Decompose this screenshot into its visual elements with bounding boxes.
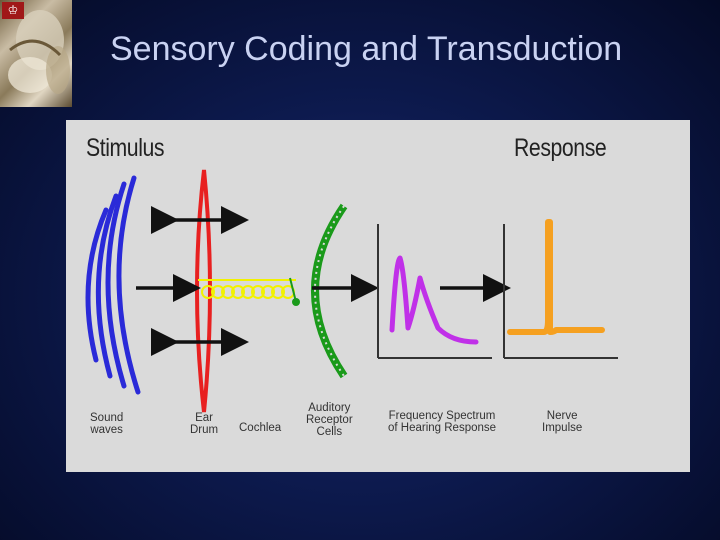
ear-drum [197,170,210,412]
diagram-panel: Stimulus Response [66,120,690,472]
crest-badge-icon: ♔ [2,2,24,19]
university-crest-icon: ♔ [0,0,72,107]
receptor-cells [290,206,344,376]
transduction-diagram [66,120,690,472]
frequency-spectrum-curve [392,258,476,342]
label-cochlea: Cochlea [239,422,281,434]
cochlea-coil [198,280,296,298]
nerve-impulse-curve [510,222,602,332]
sound-wave-4 [119,178,138,392]
impulse-axes [504,224,618,358]
slide-title: Sensory Coding and Transduction [110,30,622,69]
sound-waves [88,178,138,392]
